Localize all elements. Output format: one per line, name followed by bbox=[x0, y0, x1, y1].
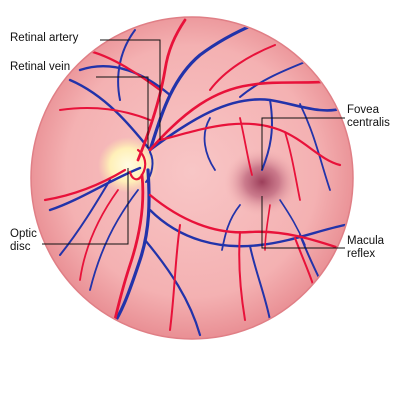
label-macula-reflex: Macula reflex bbox=[347, 235, 385, 260]
label-optic-disc: Optic disc bbox=[10, 228, 37, 253]
fovea-centralis-leader bbox=[261, 117, 345, 170]
macula-reflex-leader bbox=[261, 196, 345, 249]
retinal-vein-leader bbox=[96, 76, 149, 148]
optic-disc-leader bbox=[42, 168, 129, 245]
macula-spot bbox=[224, 148, 300, 216]
retina-background bbox=[30, 16, 354, 340]
label-retinal-artery: Retinal artery bbox=[10, 32, 79, 44]
artery-network bbox=[43, 18, 347, 338]
retinal-artery-leader bbox=[100, 39, 161, 140]
label-fovea-centralis: Fovea centralis bbox=[347, 104, 390, 129]
disc-vessels bbox=[128, 148, 154, 183]
label-retinal-vein: Retinal vein bbox=[10, 61, 71, 73]
leader-lines bbox=[42, 39, 345, 249]
